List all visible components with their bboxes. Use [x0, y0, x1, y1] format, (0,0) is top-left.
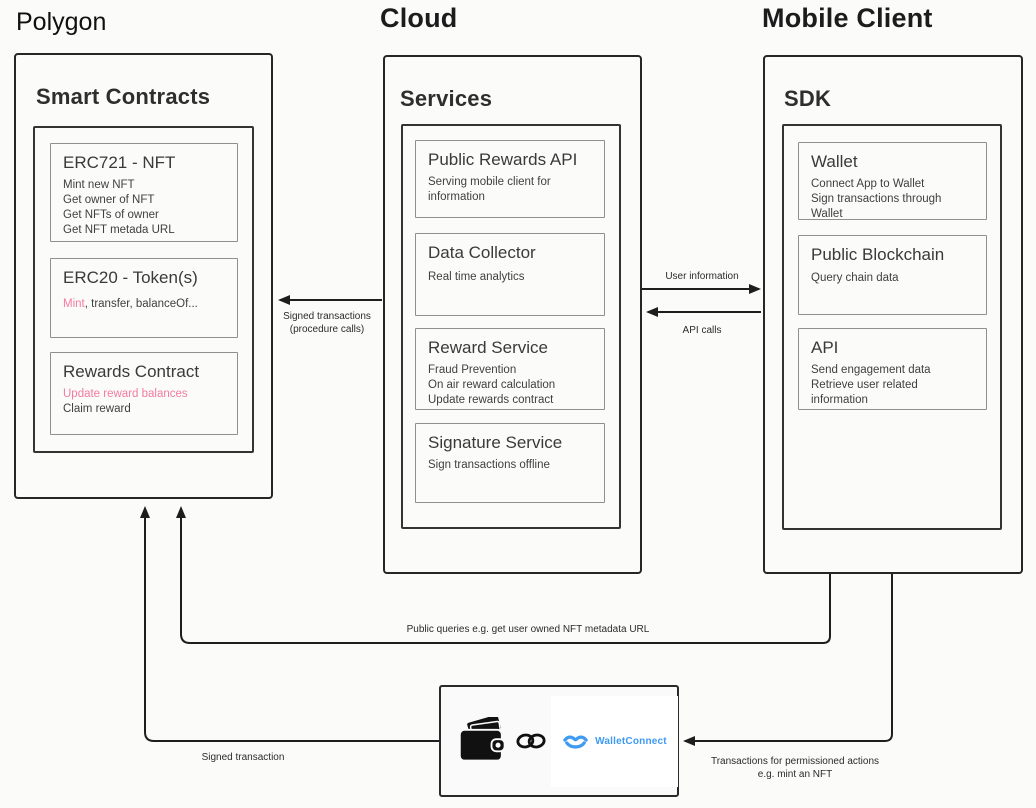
mobile-client-box	[763, 55, 1023, 574]
card-wallet-title: Wallet	[811, 152, 858, 171]
label-signed-transaction: Signed transaction	[201, 752, 285, 763]
card-rewards-contract-line: Claim reward	[63, 403, 131, 415]
label-transactions-permissioned: Transactions for permissioned actions e.…	[710, 756, 880, 780]
card-api-line: Retrieve user related information	[811, 379, 918, 406]
card-reward-service-line: Fraud Prevention	[428, 364, 517, 376]
services-title: Services	[400, 86, 493, 111]
link-icon	[516, 733, 546, 749]
card-data-collector-line: Real time analytics	[428, 271, 525, 283]
smart-contracts-title: Smart Contracts	[36, 84, 211, 109]
card-public-rewards-api: Public Rewards API Serving mobile client…	[415, 140, 605, 218]
card-erc20-mint: Mint	[63, 298, 85, 310]
card-reward-service-line: On air reward calculation	[428, 379, 556, 391]
card-erc721-line: Get NFT metada URL	[63, 224, 175, 236]
card-public-blockchain-line: Query chain data	[811, 272, 899, 284]
header-mobile-client: Mobile Client	[762, 3, 933, 33]
card-erc721-line: Get owner of NFT	[63, 194, 155, 206]
walletconnect-icon	[563, 734, 588, 749]
card-rewards-contract: Rewards Contract Update reward balances …	[50, 352, 238, 435]
card-erc721-line: Mint new NFT	[63, 179, 135, 191]
smart-contracts-inner-box	[33, 126, 254, 453]
card-reward-service-title: Reward Service	[428, 338, 548, 357]
card-erc721: ERC721 - NFT Mint new NFT Get owner of N…	[50, 143, 238, 242]
card-signature-service-title: Signature Service	[428, 433, 563, 452]
card-erc721-line: Get NFTs of owner	[63, 209, 159, 221]
card-signature-service-line: Sign transactions offline	[428, 459, 550, 471]
card-data-collector-title: Data Collector	[428, 243, 536, 262]
walletconnect-label: WalletConnect	[595, 736, 667, 747]
card-rewards-contract-title: Rewards Contract	[63, 362, 200, 381]
walletconnect-panel: WalletConnect	[551, 696, 678, 787]
card-wallet-line: Connect App to Wallet	[811, 178, 925, 190]
card-erc721-title: ERC721 - NFT	[63, 153, 176, 172]
polygon-box	[14, 53, 273, 499]
card-public-rewards-api-line: Serving mobile client for	[428, 176, 551, 188]
wallet-icon	[458, 717, 506, 762]
card-public-blockchain: Public Blockchain Query chain data	[798, 235, 987, 315]
card-reward-service-line: Update rewards contract	[428, 394, 554, 406]
card-erc20-title: ERC20 - Token(s)	[63, 268, 198, 287]
card-wallet-line: Sign transactions through Wallet	[811, 193, 942, 220]
card-wallet: Wallet Connect App to Wallet Sign transa…	[798, 142, 987, 220]
card-api: API Send engagement data Retrieve user r…	[798, 328, 987, 410]
label-user-information: User information	[665, 271, 739, 282]
label-public-queries: Public queries e.g. get user owned NFT m…	[406, 624, 650, 635]
card-reward-service: Reward Service Fraud Prevention On air r…	[415, 328, 605, 410]
card-public-rewards-api-line: information	[428, 191, 485, 203]
card-erc20-line: Mint, transfer, balanceOf...	[63, 297, 227, 312]
card-erc20: ERC20 - Token(s) Mint, transfer, balance…	[50, 258, 238, 338]
sdk-inner-box	[782, 124, 1002, 530]
card-data-collector: Data Collector Real time analytics	[415, 233, 605, 316]
card-api-line: Send engagement data	[811, 364, 931, 376]
card-signature-service: Signature Service Sign transactions offl…	[415, 423, 605, 503]
sdk-title: SDK	[784, 86, 832, 111]
card-erc20-rest: , transfer, balanceOf...	[84, 298, 198, 310]
card-rewards-contract-pink-line: Update reward balances	[63, 388, 188, 400]
label-signed-transactions: Signed transactions (procedure calls)	[283, 311, 371, 335]
label-api-calls: API calls	[682, 325, 722, 336]
card-public-blockchain-title: Public Blockchain	[811, 245, 945, 264]
arrow-transactions-permissioned	[683, 574, 893, 746]
card-public-rewards-api-title: Public Rewards API	[428, 150, 578, 169]
header-polygon: Polygon	[16, 8, 107, 36]
wallet-connect-box: WalletConnect	[439, 685, 679, 797]
header-cloud: Cloud	[380, 3, 458, 33]
card-api-title: API	[811, 338, 839, 357]
